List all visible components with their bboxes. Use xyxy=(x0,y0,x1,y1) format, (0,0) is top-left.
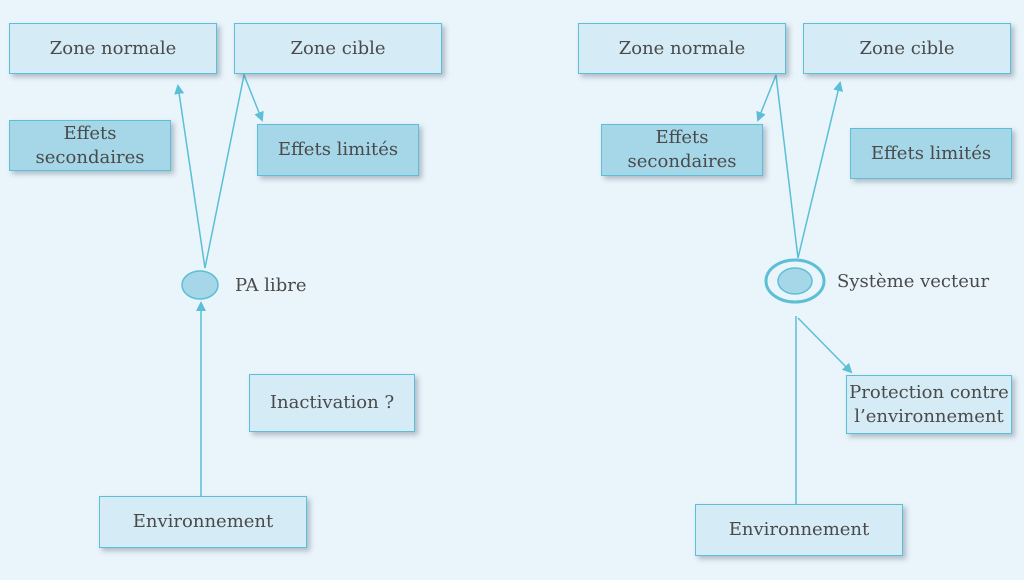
left-environnement-box: Environnement xyxy=(99,496,307,548)
left-environnement-text: Environnement xyxy=(132,511,274,532)
right-effets-secondaires-box: Effets secondaires xyxy=(601,124,763,176)
arrow-vector-to-effets-secondaires xyxy=(756,74,799,259)
right-zone-cible-box: Zone cible xyxy=(803,23,1011,74)
arrow-vector-to-protection xyxy=(797,317,853,374)
left-effets-secondaires-box: Effets secondaires xyxy=(9,120,171,171)
left-zone-cible-box: Zone cible xyxy=(234,23,442,74)
left-zone-normale-box: Zone normale xyxy=(9,23,217,74)
right-environnement-text: Environnement xyxy=(728,519,870,540)
left-inactivation-box: Inactivation ? xyxy=(249,374,415,432)
right-effets-secondaires-text: Effets secondaires xyxy=(627,127,737,172)
right-effets-limites-box: Effets limités xyxy=(850,128,1012,179)
right-environnement-box: Environnement xyxy=(695,504,903,556)
right-effets-limites-text: Effets limités xyxy=(870,142,992,164)
left-inactivation-text: Inactivation ? xyxy=(269,392,395,413)
arrow-pa-to-effets-limites xyxy=(204,72,264,269)
right-protection-text: Protection contre l’environnement xyxy=(849,381,1009,427)
right-protection-box: Protection contre l’environnement xyxy=(846,375,1012,434)
left-zone-normale-text: Zone normale xyxy=(49,37,177,59)
vector-system-outer-ring xyxy=(764,258,826,304)
right-zone-normale-box: Zone normale xyxy=(578,23,786,74)
arrow-pa-to-zone-normale xyxy=(174,84,206,269)
left-effets-limites-box: Effets limités xyxy=(257,124,419,176)
arrow-vector-to-zone-cible xyxy=(797,81,843,259)
vector-system-inner-node xyxy=(777,267,813,295)
left-pa-libre-label: PA libre xyxy=(235,275,307,296)
pa-libre-node xyxy=(181,270,219,300)
right-zone-normale-text: Zone normale xyxy=(618,37,746,59)
left-effets-secondaires-text: Effets secondaires xyxy=(35,122,145,168)
right-zone-cible-text: Zone cible xyxy=(859,37,955,59)
right-systeme-vecteur-label: Système vecteur xyxy=(837,271,990,292)
left-zone-cible-text: Zone cible xyxy=(290,37,386,59)
left-effets-limites-text: Effets limités xyxy=(277,139,399,160)
